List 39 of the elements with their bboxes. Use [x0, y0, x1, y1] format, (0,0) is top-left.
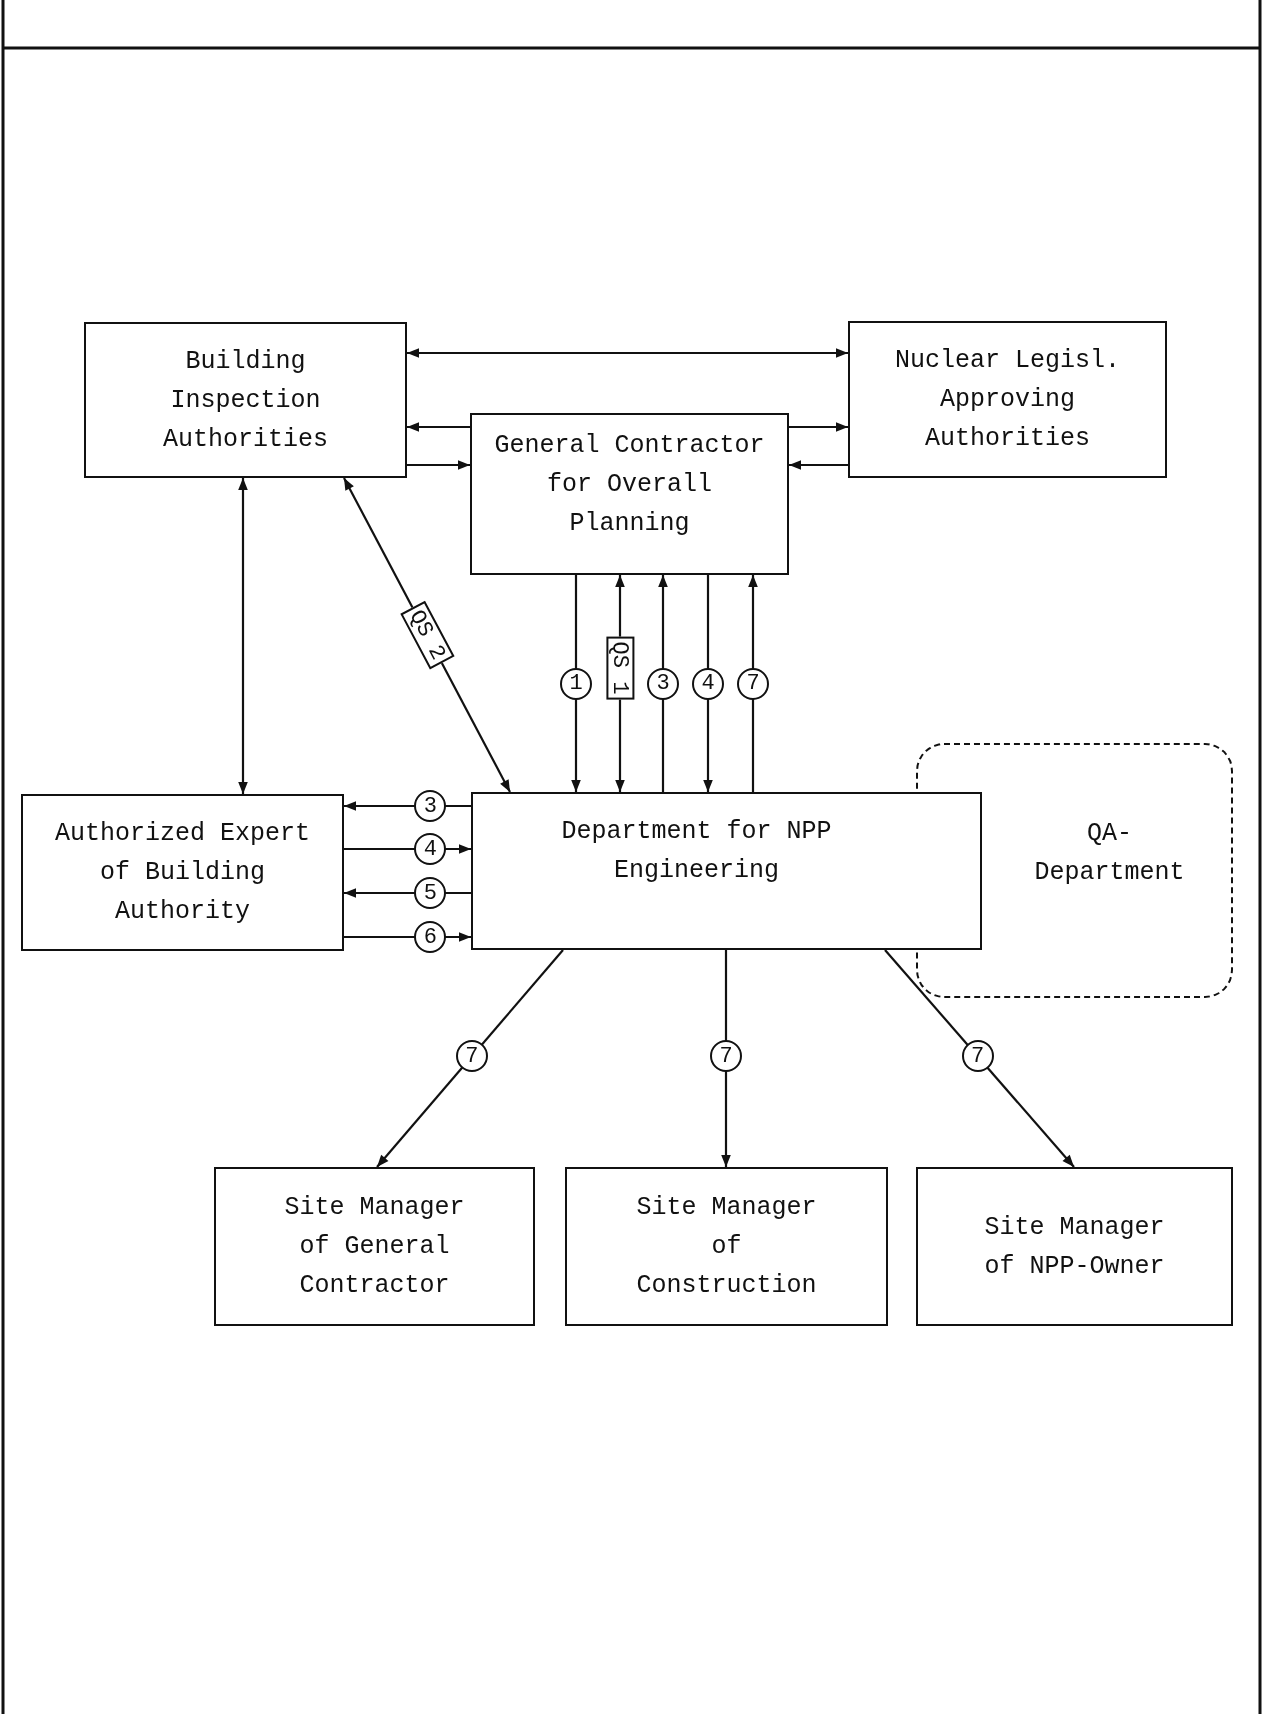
edge-label: 7	[961, 1040, 994, 1073]
node-label: Nuclear Legisl. Approving Authorities	[893, 345, 1121, 455]
edge-label: QS 2	[399, 600, 454, 670]
edge-label: 1	[560, 667, 592, 700]
edge-label: QS 1	[605, 636, 634, 700]
edge-label: 3	[414, 790, 447, 822]
dashed-group-box	[916, 743, 1233, 998]
node-label: QA- Department	[1033, 817, 1186, 889]
edge-label: 6	[414, 921, 447, 953]
edge-label: 4	[692, 667, 724, 700]
node-label: Department for NPP Engineering	[560, 816, 833, 887]
arrow	[789, 422, 848, 432]
node-label: Site Manager of Construction	[635, 1192, 818, 1302]
node-label: General Contractor for Overall Planning	[493, 429, 766, 540]
process-box	[214, 1167, 535, 1326]
edge-label: 5	[414, 877, 447, 909]
arrow	[884, 949, 1075, 1168]
double-arrow	[407, 348, 848, 358]
process-box	[565, 1167, 888, 1326]
arrow	[407, 422, 470, 432]
double-arrow	[238, 478, 248, 794]
node-label: Site Manager of General Contractor	[283, 1192, 466, 1302]
arrow	[789, 460, 848, 470]
edge-label: 7	[737, 667, 769, 700]
process-box	[471, 792, 982, 950]
process-box	[84, 322, 407, 478]
process-box	[21, 794, 344, 951]
node-label: Site Manager of NPP-Owner	[983, 1211, 1166, 1283]
arrow	[407, 460, 470, 470]
edge-label: 3	[647, 667, 679, 700]
edge-label: 4	[414, 833, 447, 865]
process-box	[470, 413, 789, 575]
process-box	[848, 321, 1167, 478]
arrow	[376, 949, 564, 1168]
edge-label: 7	[455, 1040, 488, 1073]
node-label: Building Inspection Authorities	[161, 345, 329, 456]
node-label: Authorized Expert of Building Authority	[53, 818, 311, 928]
edge-label: 7	[710, 1040, 742, 1073]
process-box	[916, 1167, 1233, 1326]
